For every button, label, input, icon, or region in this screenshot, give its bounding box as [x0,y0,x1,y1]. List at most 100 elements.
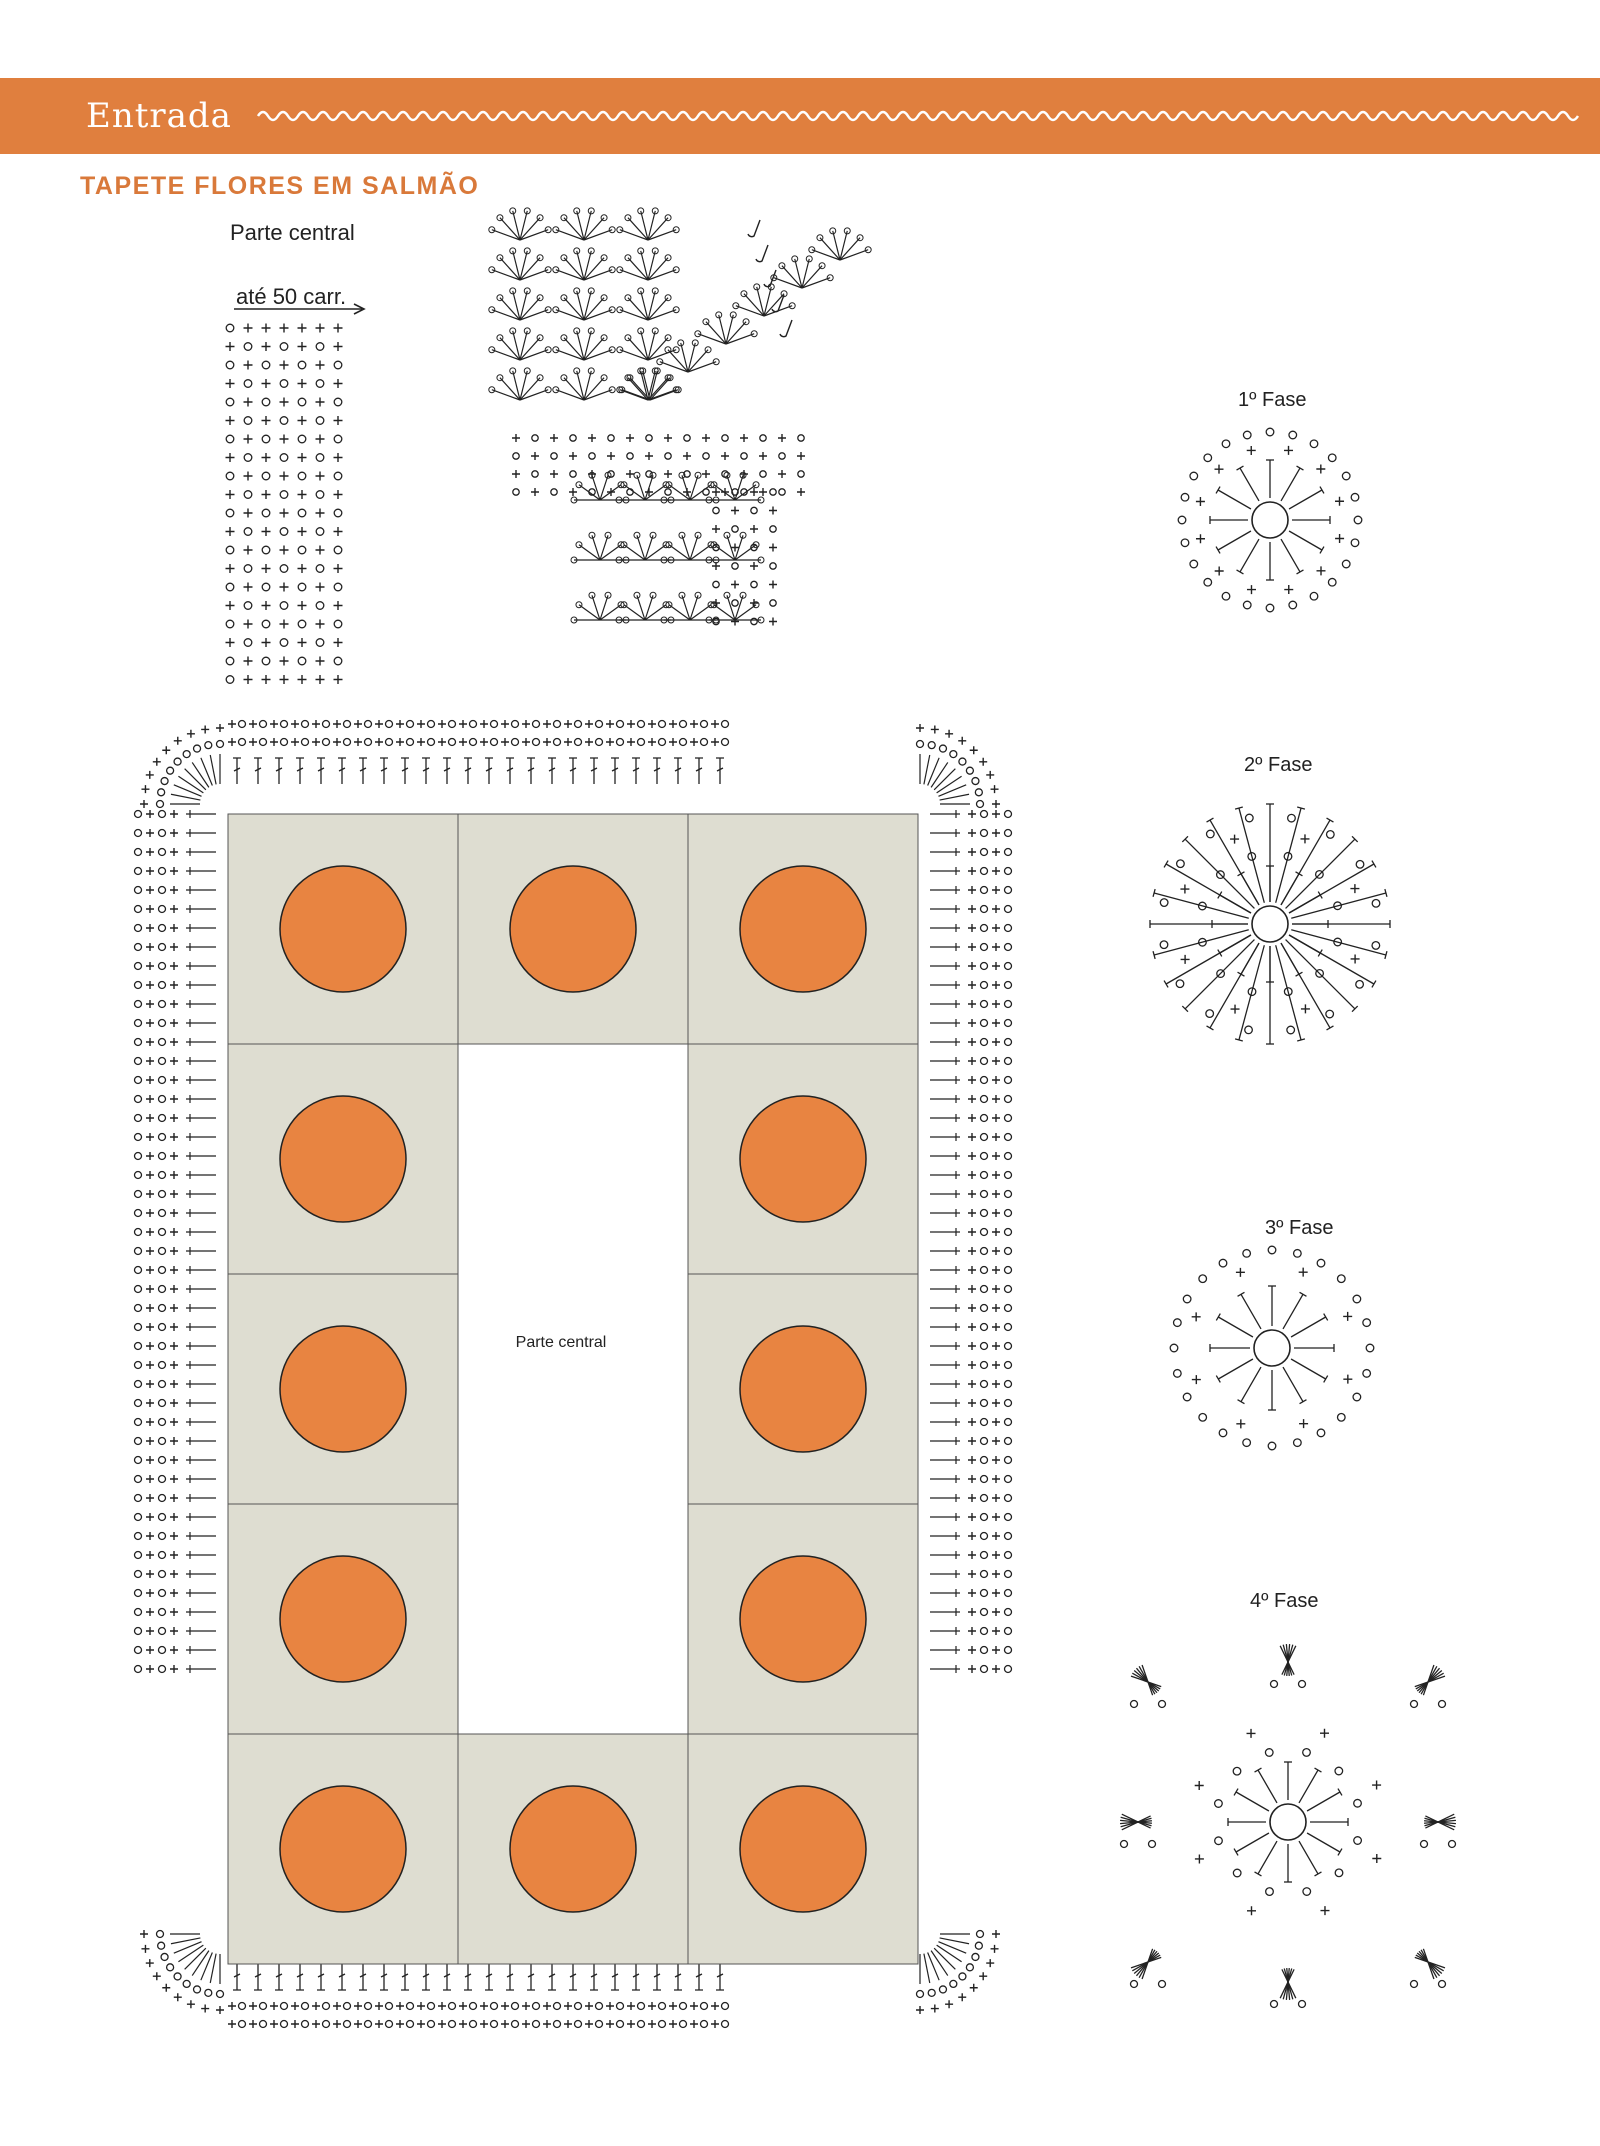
chain-stitch-icon [1267,1245,1277,1255]
dc-stitch-icon [527,1964,535,1991]
sc-stitch-icon [170,1380,178,1388]
sc-stitch-icon [543,738,551,746]
chain-stitch-icon [1003,1075,1013,1085]
chain-stitch-icon [333,508,343,518]
chain-stitch-icon [157,923,167,933]
chain-stitch-icon [1003,885,1013,895]
flower-motif [279,1095,407,1223]
sc-stitch-icon [333,490,343,499]
sc-stitch-icon [291,2020,299,2028]
chain-stitch-icon [237,2001,247,2011]
sc-stitch-icon [1235,1267,1245,1277]
sc-stitch-icon [968,1608,976,1616]
chain-stitch-icon [958,1972,967,1981]
sc-stitch-icon [968,1589,976,1597]
chain-stitch-icon [279,342,289,351]
sc-stitch-icon [522,738,530,746]
sc-stitch-icon [146,1019,154,1027]
chain-stitch-icon [279,638,289,647]
chain-stitch-icon [157,1227,167,1237]
sc-stitch-icon [690,720,698,728]
sc-stitch-icon [354,2020,362,2028]
sc-stitch-icon [992,1019,1000,1027]
chain-stitch-icon [405,2001,415,2011]
sc-stitch-icon [354,2002,362,2010]
sc-stitch-icon [297,564,307,573]
sc-stitch-icon [146,1285,154,1293]
sc-stitch-icon [312,2020,320,2028]
sc-stitch-icon [480,738,488,746]
sc-stitch-icon [968,1019,976,1027]
sc-stitch-icon [152,757,161,766]
sc-stitch-icon [270,2020,278,2028]
sc-stitch-icon [170,1646,178,1654]
sc-stitch-icon [968,1494,976,1502]
chain-stitch-icon [489,2001,499,2011]
chain-stitch-icon [720,737,730,747]
outer-fan-icon [1119,1813,1157,1849]
sc-stitch-icon [979,757,988,766]
sc-stitch-icon [216,2006,224,2014]
sc-stitch-icon [992,1228,1000,1236]
sc-stitch-icon [146,1399,154,1407]
chain-stitch-icon [1362,1318,1372,1328]
chain-stitch-icon [1003,1265,1013,1275]
outer-fan-icon [1129,1664,1167,1709]
chain-stitch-icon [1003,809,1013,819]
flower-motif [739,865,867,993]
chain-stitch-icon [678,2001,688,2011]
chain-stitch-icon [636,2019,646,2029]
sc-stitch-icon [243,545,253,555]
dc-stitch-icon [401,757,409,784]
sc-stitch-icon [480,720,488,728]
sc-stitch-icon [146,1475,154,1483]
chain-stitch-icon [157,904,167,914]
chain-stitch-icon [720,2019,730,2029]
chain-stitch-icon [133,1379,143,1389]
fan-cluster-icon [615,531,675,564]
sc-stitch-icon [480,2002,488,2010]
chain-stitch-icon [938,1985,948,1994]
chain-stitch-icon [1341,559,1351,569]
sc-stitch-icon [992,1152,1000,1160]
chain-stitch-icon [979,1588,989,1598]
chain-stitch-icon [1003,1303,1013,1313]
chain-stitch-icon [1169,1343,1179,1353]
sc-stitch-icon [986,770,995,779]
chain-stitch-icon [258,719,268,729]
sc-stitch-icon [992,1171,1000,1179]
chain-stitch-icon [279,490,289,499]
sc-stitch-icon [968,924,976,932]
chain-stitch-icon [261,434,271,444]
chain-stitch-icon [979,961,989,971]
sc-stitch-icon [550,434,558,442]
sc-stitch-icon [992,1266,1000,1274]
chain-stitch-icon [979,1056,989,1066]
chain-stitch-icon [157,1588,167,1598]
chain-stitch-icon [204,1988,213,1997]
sc-stitch-icon [626,470,634,478]
sc-stitch-icon [146,981,154,989]
sc-stitch-icon [249,2020,257,2028]
sc-stitch-icon [585,2002,593,2010]
dc-stitch-icon [422,1964,430,1991]
sc-stitch-icon [225,601,235,610]
chain-stitch-icon [1003,1417,1013,1427]
dc-stitch-icon [275,1964,283,1991]
sc-stitch-icon [315,656,325,666]
sc-stitch-icon [249,738,257,746]
chain-stitch-icon [157,1398,167,1408]
chain-stitch-icon [1157,1699,1167,1709]
chain-stitch-icon [1198,1412,1208,1422]
sc-stitch-icon [228,2002,236,2010]
sc-stitch-icon [279,360,289,370]
chain-stitch-icon [157,1607,167,1617]
dc-stitch-icon [464,1964,472,1991]
chain-stitch-icon [965,766,975,775]
section-title: Entrada [86,96,232,136]
phase-3-diagram [1169,1245,1375,1451]
chain-stitch-icon [979,1645,989,1655]
sc-stitch-icon [170,1019,178,1027]
chain-stitch-icon [489,719,499,729]
chain-stitch-icon [1003,1379,1013,1389]
